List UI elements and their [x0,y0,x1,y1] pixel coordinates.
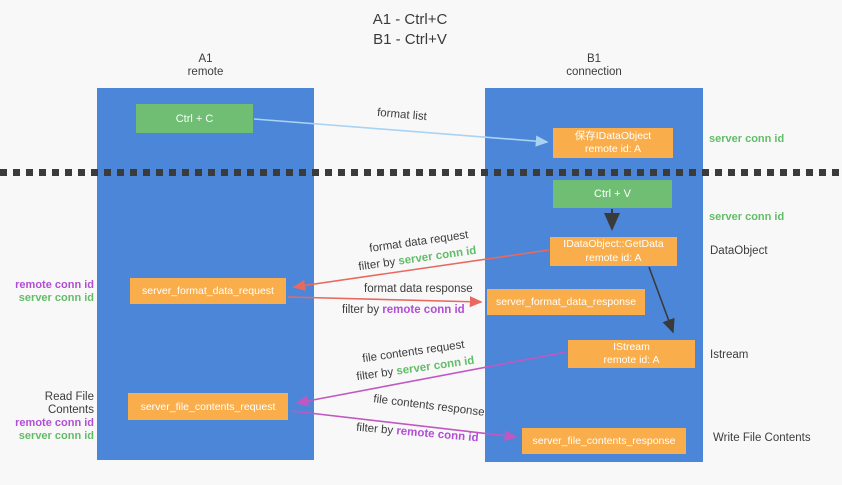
label-server-conn-id-left-1: server conn id [18,292,94,304]
node-idataobject-getdata: IDataObject::GetData remote id: A [550,237,677,266]
label-format-data-response: format data response [364,283,473,295]
lane-header-a1: A1 remote [97,53,314,79]
lane-a1-role: remote [187,66,224,78]
filter-by-text: filter by [342,304,383,316]
label-read-file-contents: Read File Contents [44,391,94,416]
lane-b1-name: B1 [586,53,602,65]
arrow-format-data-request [292,249,550,291]
label-write-file-contents: Write File Contents [713,432,811,444]
label-remote-conn-id-left-1: remote conn id [15,279,94,291]
left-conn-id-block-1: remote conn id server conn id [0,279,94,305]
arrow-format-data-response [287,296,483,308]
title-line-1: A1 - Ctrl+C [372,11,448,28]
node-ctrl-c: Ctrl + C [136,104,253,133]
arrow-file-contents-request [295,351,567,407]
arrow-format-list [253,118,549,147]
node-save-idataobject: 保存IDataObject remote id: A [553,128,673,158]
label-server-conn-id-right-1: server conn id [709,133,785,145]
label-remote-conn-id-left-2: remote conn id [15,417,94,429]
node-getdata-line1: IDataObject::GetData [563,238,664,250]
lane-b1-role: connection [566,66,622,78]
node-istream: IStream remote id: A [568,340,695,368]
title-line-2: B1 - Ctrl+V [373,31,447,48]
label-istream: Istream [710,349,749,361]
node-getdata-line2: remote id: A [585,251,642,264]
node-server-format-data-request: server_format_data_request [130,278,286,304]
remote-conn-id-text: remote conn id [382,304,465,316]
lane-header-b1: B1 connection [485,53,703,79]
label-filter-by-remote-conn-id-1: filter by remote conn id [342,304,465,316]
node-istream-line2: remote id: A [603,354,660,366]
node-server-format-data-response: server_format_data_response [487,289,645,315]
left-conn-id-block-2: Read File Contents remote conn id server… [0,391,94,443]
node-save-idataobject-line2: remote id: A [584,143,642,155]
node-ctrl-v: Ctrl + V [553,180,672,208]
label-server-conn-id-right-2: server conn id [709,211,785,223]
node-server-file-contents-request: server_file_contents_request [128,393,288,420]
lane-a1-name: A1 [198,53,213,65]
node-istream-line1: IStream [613,340,650,353]
dotted-divider-line [0,169,842,176]
label-dataobject: DataObject [710,245,768,257]
arrow-getdata-to-istream [648,266,675,334]
label-server-conn-id-left-2: server conn id [18,430,94,442]
arrow-file-contents-response [291,410,518,442]
node-server-file-contents-response: server_file_contents_response [522,428,686,454]
diagram-title: A1 - Ctrl+C B1 - Ctrl+V [300,10,520,50]
node-save-idataobject-line1: 保存IDataObject [574,129,652,142]
